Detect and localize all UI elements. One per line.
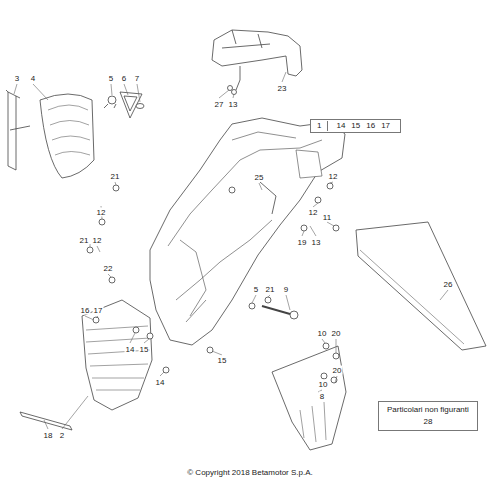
callout-number: 2 <box>59 431 65 440</box>
callout-number: 14 <box>125 345 136 354</box>
callout-number: 1 <box>311 121 328 131</box>
callout-number: 15 <box>139 345 150 354</box>
callout-number: 10 <box>318 380 329 389</box>
callout-number: 13 <box>228 100 239 109</box>
callout-number: 9 <box>283 285 289 294</box>
callout-number: 21 <box>265 285 276 294</box>
callout-number: 5 <box>108 74 114 83</box>
callout-number: 10 <box>317 329 328 338</box>
callout-number: 12 <box>96 208 107 217</box>
callout-number: 17 <box>381 121 390 131</box>
callout-number: 20 <box>331 329 342 338</box>
callout-number: 7 <box>134 74 140 83</box>
callout-number: 25 <box>254 173 265 182</box>
callout-number: 15 <box>217 356 228 365</box>
callout-number: 12 <box>308 208 319 217</box>
callout-number: 19 <box>297 238 308 247</box>
callout-number: 3 <box>14 74 20 83</box>
callout-number: 12 <box>328 172 339 181</box>
copyright-note: © Copyright 2018 Betamotor S.p.A. <box>186 468 314 477</box>
note-box: Particolari non figuranti 28 <box>378 401 478 431</box>
callout-number: 28 <box>387 417 469 427</box>
callout-number: 15 <box>351 121 360 131</box>
callout-number: 12 <box>92 236 103 245</box>
callout-number: 17 <box>93 306 104 315</box>
callout-number: 8 <box>319 392 325 401</box>
callout-number: 16 <box>80 306 91 315</box>
callout-number: 5 <box>253 285 259 294</box>
callout-number: 22 <box>103 264 114 273</box>
callout-number: 23 <box>277 84 288 93</box>
callout-number: 18 <box>43 431 54 440</box>
callout-number: 11 <box>322 213 332 222</box>
callout-number: 4 <box>30 74 36 83</box>
callout-number: 21 <box>110 172 121 181</box>
callout-number: 14 <box>336 121 345 131</box>
callout-number: 21 <box>79 236 90 245</box>
callout-number: 6 <box>121 74 127 83</box>
callout-number: 16 <box>366 121 375 131</box>
callout-number: 26 <box>443 280 454 289</box>
callout-number: 27 <box>214 100 225 109</box>
callout-number: 20 <box>332 366 343 375</box>
callout-number: 13 <box>311 238 322 247</box>
callout-number: 14 <box>155 378 166 387</box>
note-text: Particolari non figuranti <box>387 405 469 415</box>
callout-group-box: 1 14 15 16 17 <box>310 119 401 133</box>
